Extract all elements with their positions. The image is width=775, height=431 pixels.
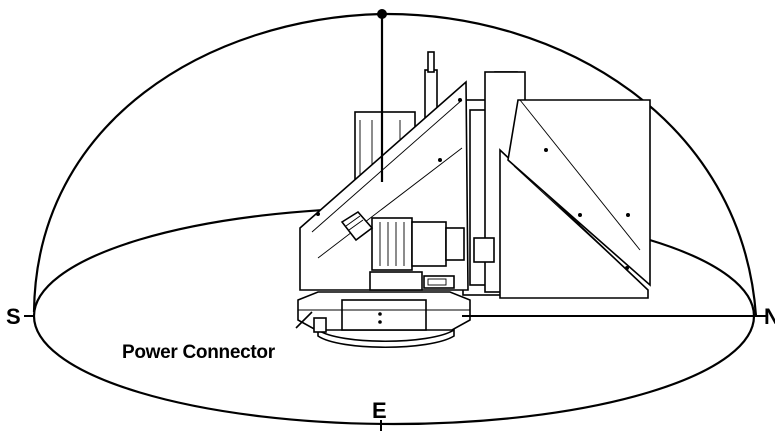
south-label: S — [6, 304, 21, 329]
east-label: E — [372, 398, 387, 423]
zenith-marker — [377, 9, 387, 19]
power-connector-label: Power Connector — [122, 342, 276, 363]
power-connector-leader — [295, 311, 313, 329]
positioner-device — [297, 51, 651, 348]
north-label: N — [764, 304, 775, 329]
